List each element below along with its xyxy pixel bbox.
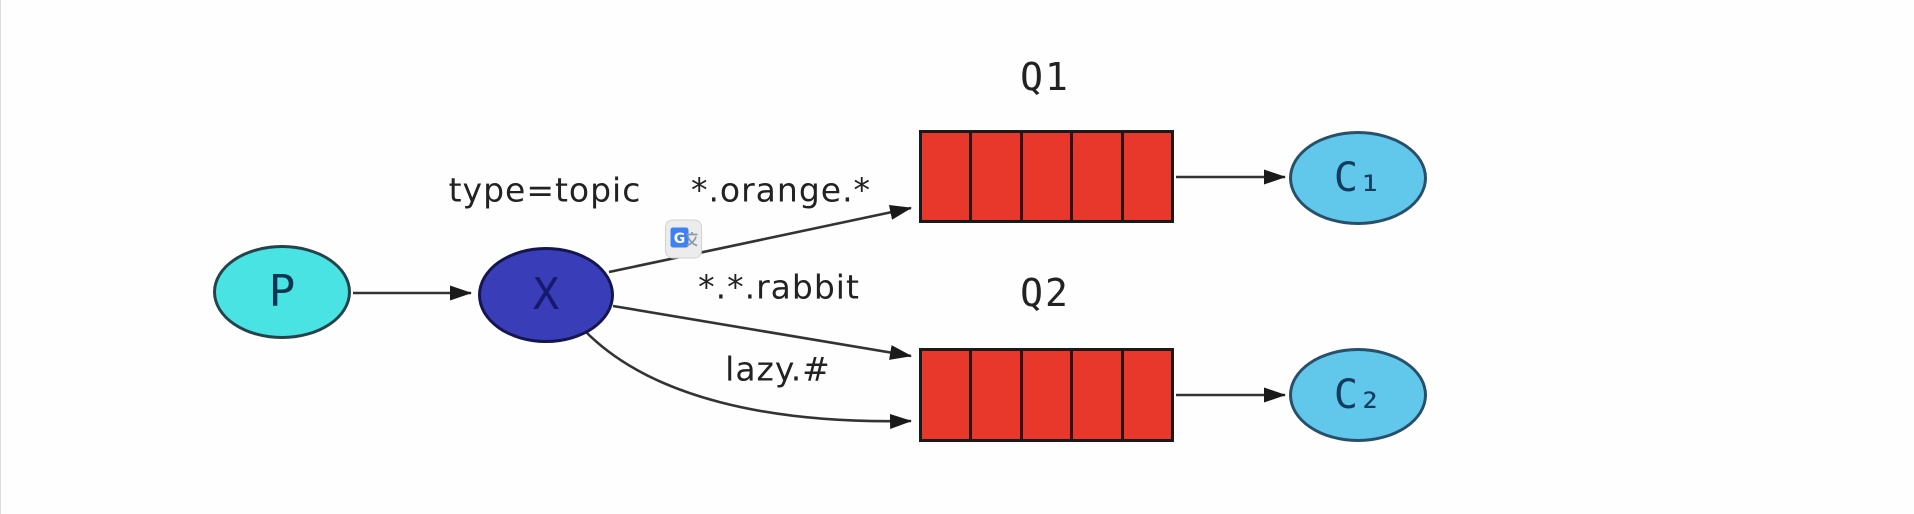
edge-binding-orange [608, 205, 912, 274]
binding-key-rabbit: *.*.rabbit [698, 267, 860, 307]
queue-segment [922, 133, 973, 220]
queue-segment [1124, 351, 1171, 439]
queue-q2 [919, 348, 1174, 442]
binding-key-orange: *.orange.* [690, 170, 872, 210]
queue-segment [1073, 133, 1124, 220]
queue-q2-label: Q2 [1020, 271, 1070, 315]
producer-node: P [213, 245, 351, 339]
translate-g-letter: G [674, 231, 686, 247]
queue-segment [972, 351, 1023, 439]
translate-glyph [686, 232, 698, 247]
consumer-c1-label: C₁ [1333, 155, 1383, 201]
exchange-node: X [478, 247, 614, 343]
exchange-label: X [532, 269, 560, 320]
google-translate-icon[interactable]: G [665, 219, 702, 259]
queue-q1-label: Q1 [1020, 55, 1070, 99]
edge-binding-rabbit [612, 304, 912, 360]
edge-binding-lazy [584, 330, 912, 429]
consumer-c1-node: C₁ [1289, 131, 1427, 225]
producer-label: P [268, 266, 296, 317]
queue-segment [922, 351, 973, 439]
queue-segment [1073, 351, 1124, 439]
consumer-c2-label: C₂ [1333, 372, 1383, 418]
queue-segment [972, 133, 1023, 220]
consumer-c2-node: C₂ [1289, 348, 1427, 442]
queue-segment [1124, 133, 1171, 220]
queue-segment [1023, 351, 1074, 439]
queue-segment [1023, 133, 1074, 220]
binding-key-lazy: lazy.# [725, 349, 831, 389]
queue-q1 [919, 130, 1174, 223]
exchange-type-annotation: type=topic [448, 170, 642, 210]
